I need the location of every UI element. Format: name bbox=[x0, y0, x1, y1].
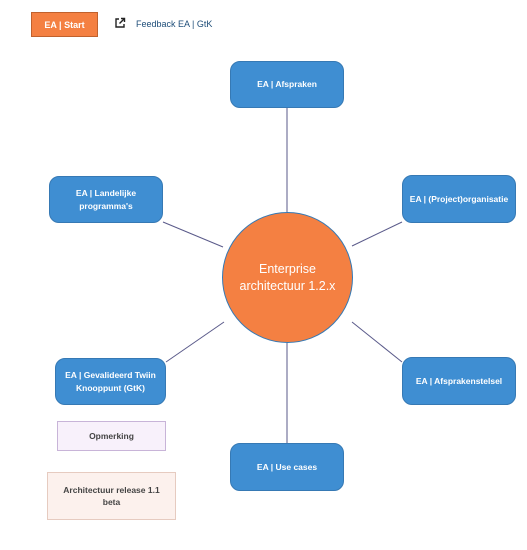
connector-projectorganisatie bbox=[351, 221, 403, 247]
node-landelijke-programmas[interactable]: EA | Landelijke programma's bbox=[49, 176, 163, 223]
note-release-version: Architectuur release 1.1 beta bbox=[47, 472, 176, 520]
note-remark: Opmerking bbox=[57, 421, 166, 451]
connector-afsprakenstelsel bbox=[351, 321, 403, 363]
connector-landelijke bbox=[162, 221, 224, 248]
node-projectorganisatie[interactable]: EA | (Project)organisatie bbox=[402, 175, 516, 223]
node-afspraken[interactable]: EA | Afspraken bbox=[230, 61, 344, 108]
node-use-cases[interactable]: EA | Use cases bbox=[230, 443, 344, 491]
feedback-link[interactable]: Feedback EA | GtK bbox=[136, 19, 213, 29]
start-button[interactable]: EA | Start bbox=[31, 12, 98, 37]
node-gevalideerd-twiin-knooppunt[interactable]: EA | Gevalideerd Twiin Knooppunt (GtK) bbox=[55, 358, 166, 405]
external-link-icon[interactable] bbox=[114, 17, 126, 29]
node-afsprakenstelsel[interactable]: EA | Afsprakenstelsel bbox=[402, 357, 516, 405]
connector-gtk bbox=[165, 321, 225, 363]
center-node-enterprise-architecture[interactable]: Enterprise architectuur 1.2.x bbox=[222, 212, 353, 343]
